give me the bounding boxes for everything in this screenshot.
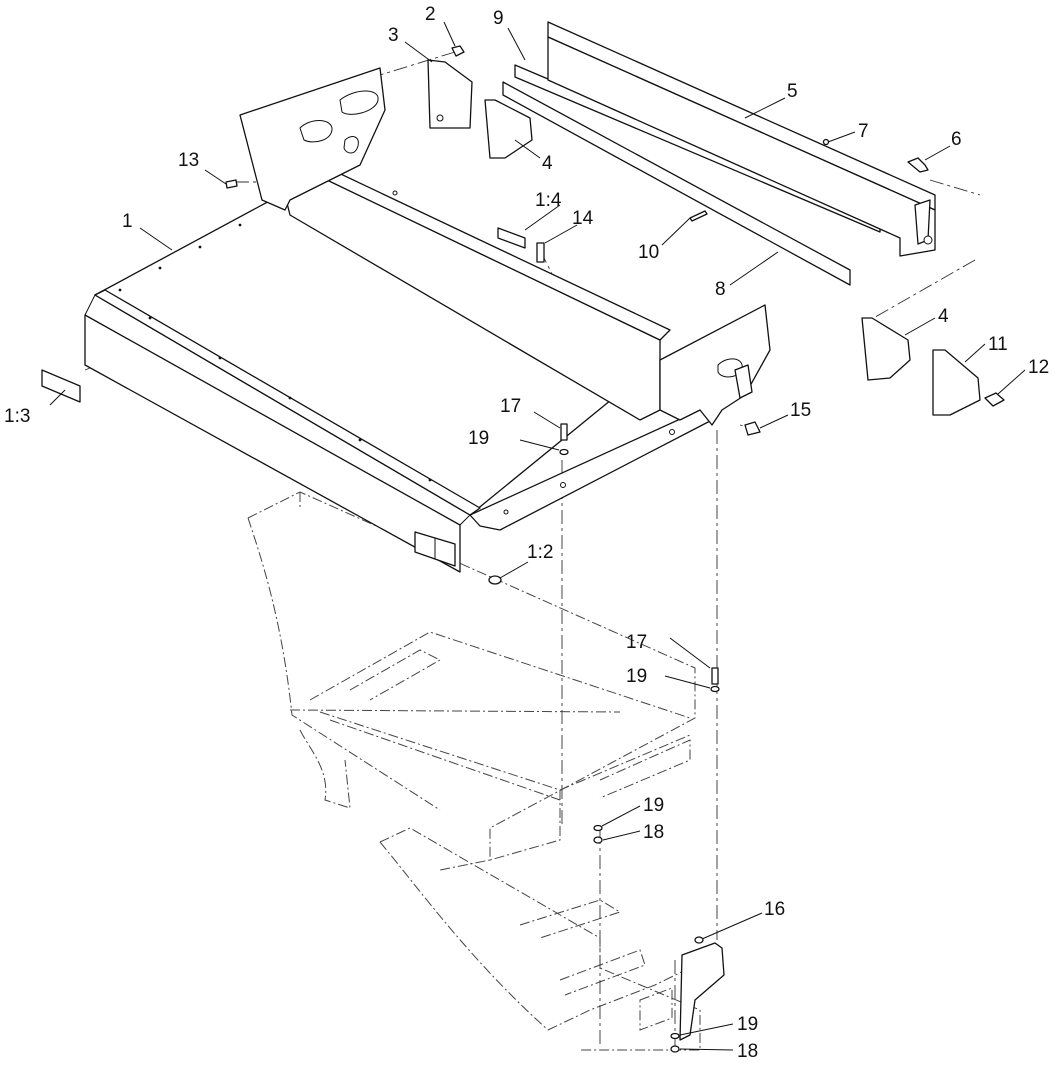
callout-2: 2 <box>425 4 436 25</box>
bracket-part-3 <box>427 59 473 129</box>
callout-5: 5 <box>787 81 798 102</box>
callout-12: 12 <box>1028 357 1049 378</box>
callout-4-lower: 4 <box>938 306 949 327</box>
callout-7: 7 <box>858 121 869 142</box>
callout-13: 13 <box>178 150 199 171</box>
loose-parts <box>41 21 1005 1053</box>
main-tray-assembly <box>84 67 771 573</box>
callout-17-middle: 17 <box>626 632 647 653</box>
callout-18-mid: 18 <box>643 822 664 843</box>
assembly-centerlines <box>84 51 981 1050</box>
bushing-part-12 <box>984 392 1005 407</box>
decal-part-1-4 <box>497 227 526 249</box>
callout-4-upper: 4 <box>542 153 553 174</box>
callout-8: 8 <box>715 279 726 300</box>
bracket-part-4-lower <box>861 317 911 381</box>
callout-3: 3 <box>388 25 399 46</box>
nut-part-2 <box>451 45 465 57</box>
callout-1-4: 1:4 <box>535 190 562 211</box>
callout-1-3: 1:3 <box>4 406 30 427</box>
callout-11: 11 <box>988 334 1008 355</box>
callout-18-bottom: 18 <box>737 1041 758 1062</box>
bracket-part-11 <box>932 349 981 416</box>
callout-labels: 2 3 9 5 7 6 4 13 1 1:4 14 10 8 4 11 12 1… <box>4 4 1049 1062</box>
plug-part-1-2 <box>488 575 502 585</box>
callout-1-2: 1:2 <box>527 542 553 563</box>
callout-10: 10 <box>638 242 659 263</box>
phantom-frame-structure <box>247 491 711 1051</box>
callout-19-lower-mid: 19 <box>643 795 664 816</box>
leader-lines <box>49 21 1026 1051</box>
rail-part-8 <box>502 81 851 286</box>
callout-1: 1 <box>122 211 133 232</box>
callout-19-upper: 19 <box>468 428 489 449</box>
callout-19-middle: 19 <box>626 666 647 687</box>
bolt-part-6 <box>907 157 929 173</box>
decal-part-1-3 <box>41 369 81 403</box>
callout-17-upper: 17 <box>500 396 521 417</box>
bracket-part-4-upper <box>484 99 533 159</box>
callout-19-bottom: 19 <box>737 1014 758 1035</box>
bolt-part-15 <box>744 421 761 436</box>
callout-9: 9 <box>493 8 504 29</box>
bolt-part-13 <box>225 179 238 189</box>
pin-part-14 <box>536 242 545 263</box>
callout-15: 15 <box>790 400 811 421</box>
callout-6: 6 <box>951 129 962 150</box>
callout-16: 16 <box>764 899 785 920</box>
callout-14: 14 <box>572 208 594 229</box>
screw-part-10 <box>689 210 708 222</box>
screw-part-7 <box>822 138 830 146</box>
